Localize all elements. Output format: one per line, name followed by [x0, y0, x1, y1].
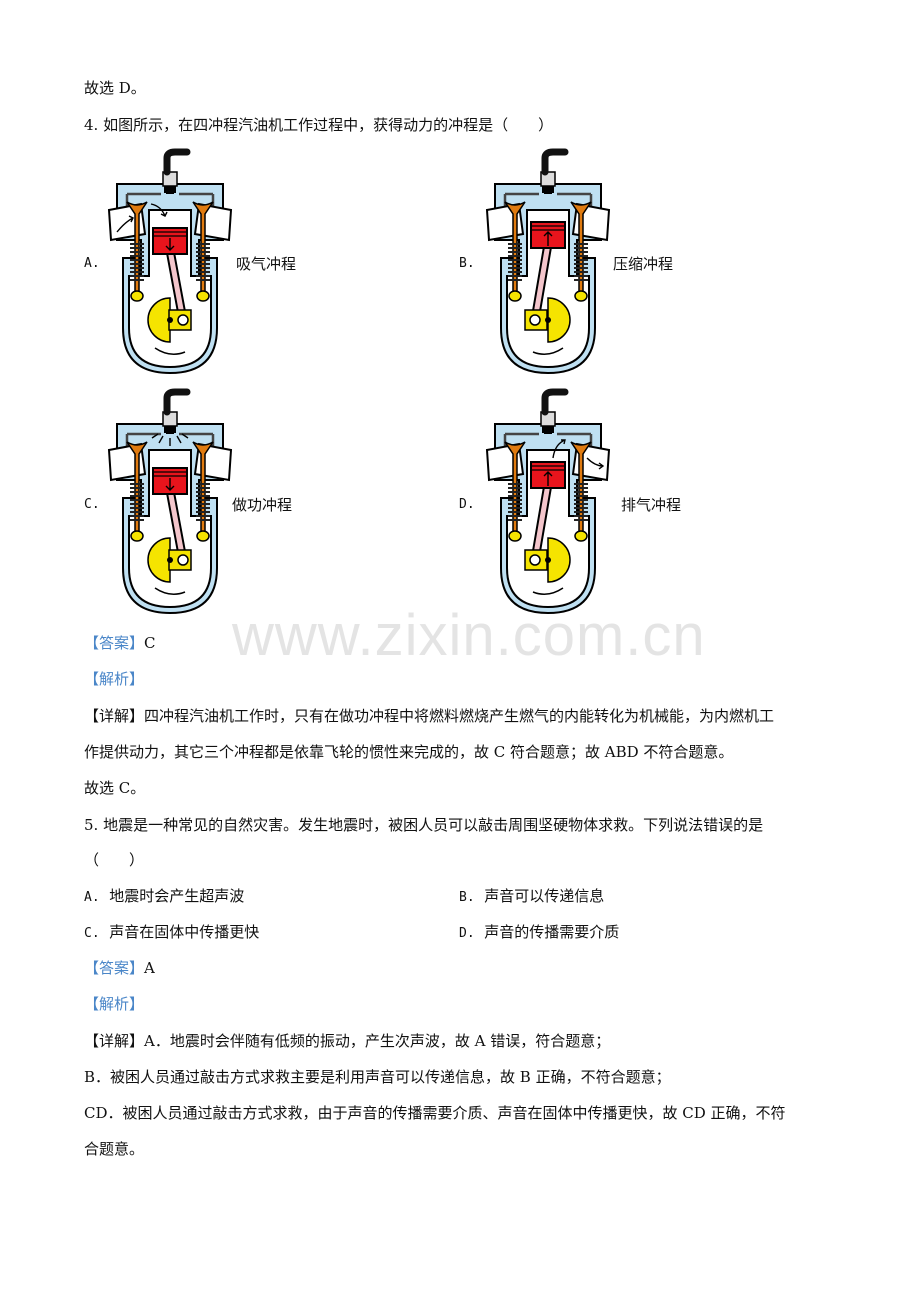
q4-stem: 4. 如图所示，在四冲程汽油机工作过程中，获得动力的冲程是（ ） [84, 116, 554, 134]
answer-value: C [144, 634, 156, 652]
fig-b-label: 压缩冲程 [613, 255, 674, 273]
q5-detail-line1: 【详解】A．地震时会伴随有低频的振动，产生次声波，故 A 错误，符合题意； [84, 1031, 610, 1051]
engine-figure-c [105, 388, 235, 618]
option-letter: B. [459, 890, 475, 905]
q5-detail-line4: 合题意。 [84, 1140, 145, 1158]
q4-detail-line1: 【详解】四冲程汽油机工作时，只有在做功冲程中将燃料燃烧产生燃气的内能转化为机械能… [84, 706, 774, 726]
fig-c-label: 做功冲程 [232, 496, 293, 514]
answer-tag: 【答案】 [84, 959, 145, 977]
engine-intake-icon [107, 148, 233, 375]
q5-analysis-tag: 【解析】 [84, 995, 145, 1013]
option-letter: A. [84, 890, 100, 905]
previous-conclusion: 故选 D。 [84, 79, 146, 97]
answer-value: A [144, 959, 155, 977]
q5-option-c: C. 声音在固体中传播更快 [84, 922, 259, 944]
fig-d-letter: D. [459, 497, 475, 512]
option-text: 地震时会产生超声波 [109, 887, 245, 905]
option-letter: D. [459, 926, 475, 941]
detail-text: A．地震时会伴随有低频的振动，产生次声波，故 A 错误，符合题意； [144, 1032, 611, 1050]
detail-tag: 【详解】 [84, 1032, 145, 1050]
watermark: www.zixin.com.cn [232, 603, 706, 668]
fig-b-letter: B. [459, 256, 475, 271]
engine-power-icon [107, 388, 233, 615]
option-letter: C. [84, 926, 100, 941]
detail-text: 四冲程汽油机工作时，只有在做功冲程中将燃料燃烧产生燃气的内能转化为机械能，为内燃… [144, 707, 775, 725]
q5-option-d: D. 声音的传播需要介质 [459, 922, 619, 944]
q5-option-b: B. 声音可以传递信息 [459, 886, 604, 908]
q5-answer: 【答案】A [84, 958, 155, 978]
engine-exhaust-icon [485, 388, 611, 615]
option-text: 声音可以传递信息 [484, 887, 605, 905]
answer-tag: 【答案】 [84, 634, 145, 652]
option-text: 声音的传播需要介质 [484, 923, 620, 941]
fig-a-letter: A. [84, 256, 100, 271]
q4-analysis-tag: 【解析】 [84, 670, 145, 688]
engine-figure-b [483, 148, 613, 378]
detail-tag: 【详解】 [84, 707, 145, 725]
q4-detail-line2: 作提供动力，其它三个冲程都是依靠飞轮的惯性来完成的，故 C 符合题意；故 ABD… [84, 743, 734, 761]
engine-figure-d [483, 388, 613, 618]
fig-c-letter: C. [84, 497, 100, 512]
q5-detail-line2: B．被困人员通过敲击方式求救主要是利用声音可以传递信息，故 B 正确，不符合题意… [84, 1068, 671, 1086]
engine-compression-icon [485, 148, 611, 375]
q5-option-a: A. 地震时会产生超声波 [84, 886, 244, 908]
q5-stem-line1: 5. 地震是一种常见的自然灾害。发生地震时，被困人员可以敲击周围坚硬物体求救。下… [84, 816, 764, 834]
q4-answer: 【答案】C [84, 633, 156, 653]
q5-stem-line2: （ ） [84, 851, 145, 869]
fig-a-label: 吸气冲程 [236, 255, 297, 273]
option-text: 声音在固体中传播更快 [109, 923, 260, 941]
q4-conclusion: 故选 C。 [84, 779, 146, 797]
fig-d-label: 排气冲程 [621, 496, 682, 514]
q5-detail-line3: CD．被困人员通过敲击方式求救，由于声音的传播需要介质、声音在固体中传播更快，故… [84, 1104, 786, 1122]
engine-figure-a [105, 148, 235, 378]
